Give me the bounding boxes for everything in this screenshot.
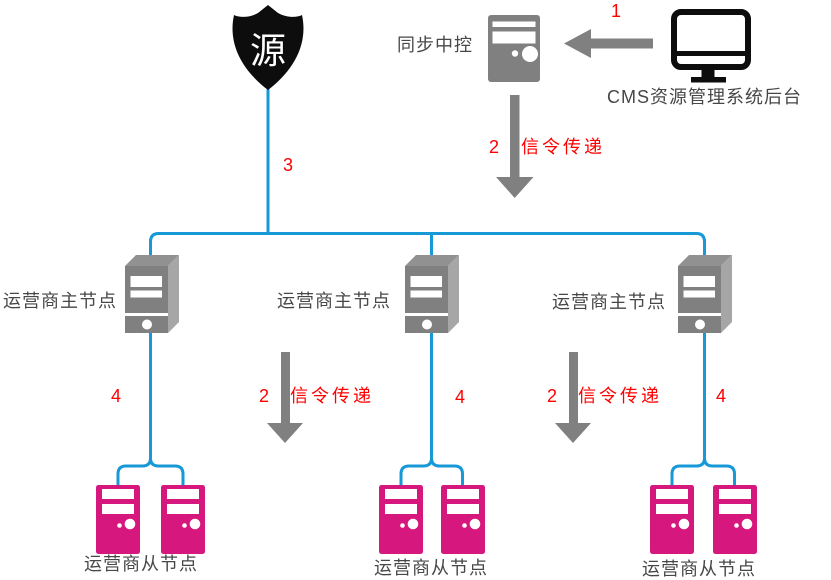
slave-node — [712, 485, 757, 559]
signal-label-left: 信令传递 — [290, 386, 374, 406]
slave-server-icon — [650, 485, 694, 554]
step4-number-left: 4 — [111, 386, 122, 406]
signal-label-top: 信令传递 — [521, 137, 605, 157]
arrow-down-right-icon — [555, 352, 591, 443]
step4-number-middle: 4 — [455, 387, 466, 407]
step3-number: 3 — [283, 155, 294, 175]
step1-number: 1 — [611, 1, 622, 21]
server-3d-icon — [404, 255, 459, 333]
slave-server-icon — [96, 485, 140, 554]
sync-controller-label: 同步中控 — [397, 35, 473, 55]
master-node-label-middle: 运营商主节点 — [277, 291, 391, 311]
server-tower-icon — [488, 15, 540, 82]
slave-node — [161, 485, 205, 559]
slave-server-icon — [440, 485, 485, 554]
slave-node — [379, 485, 423, 559]
arrow-down-left-icon — [267, 352, 303, 443]
step2-number-right: 2 — [547, 386, 558, 406]
slave-group-label-right: 运营商从节点 — [642, 559, 756, 579]
shield-icon: 源 — [232, 5, 304, 90]
slave-node — [96, 485, 140, 559]
cms-backend-label: CMS资源管理系统后台 — [607, 87, 802, 107]
slave-server-icon — [712, 485, 757, 554]
master-node-left — [124, 255, 179, 338]
source-shield-node: 源 — [229, 5, 307, 95]
cms-backend-node — [671, 9, 751, 88]
slave-group-label-middle: 运营商从节点 — [374, 558, 488, 578]
sync-controller-node — [488, 15, 540, 87]
slave-node — [440, 485, 485, 559]
arrow-down-top-icon — [496, 95, 534, 198]
server-3d-icon — [677, 255, 732, 333]
source-shield-label: 源 — [250, 31, 286, 72]
slave-server-icon — [379, 485, 423, 554]
step2-number-top: 2 — [489, 137, 500, 157]
connector-main-bracket — [149, 232, 706, 244]
signal-label-right: 信令传递 — [578, 386, 662, 406]
master-node-right — [677, 255, 732, 338]
slave-group-label-left: 运营商从节点 — [84, 554, 198, 574]
slave-node — [650, 485, 694, 559]
master-node-middle — [404, 255, 459, 338]
server-3d-icon — [124, 255, 179, 333]
master-node-label-right: 运营商主节点 — [552, 292, 666, 312]
step4-number-right: 4 — [716, 386, 727, 406]
slave-server-icon — [161, 485, 205, 554]
master-node-label-left: 运营商主节点 — [3, 291, 117, 311]
step2-number-left: 2 — [259, 386, 270, 406]
monitor-icon — [671, 9, 751, 83]
arrow-left-icon — [564, 29, 653, 58]
